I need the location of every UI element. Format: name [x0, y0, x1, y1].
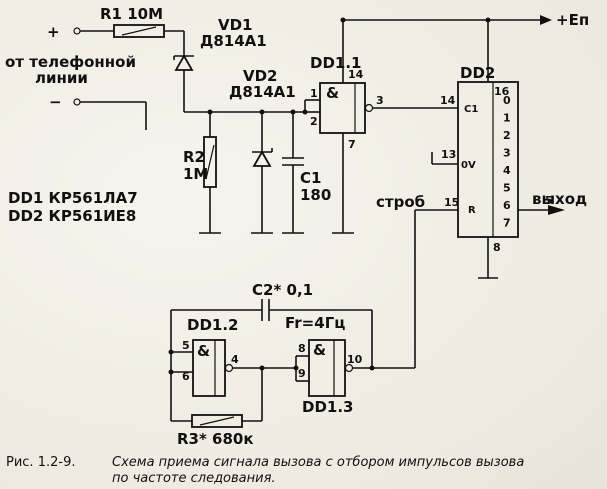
dd1-1-pin-in1: 1 — [310, 87, 318, 100]
dd2-output-7: 7 — [503, 217, 511, 230]
dd1-2-label: DD1.2 — [187, 316, 238, 334]
vd1-type: Д814А1 — [200, 32, 267, 50]
r2-value: 1М — [183, 165, 208, 183]
caption-line2: по частоте следования. — [112, 471, 276, 486]
dd2-pin-out6: 5 — [545, 194, 553, 207]
dd2-output-5: 5 — [503, 182, 511, 195]
dd1-1-symbol: & — [326, 84, 339, 102]
dd1-3-pin-in1: 8 — [298, 342, 306, 355]
input-terminals — [73, 27, 147, 130]
r1-label: R1 10М — [100, 5, 163, 23]
parts-list-dd1: DD1 КР561ЛА7 — [8, 189, 138, 207]
input-plus-label: + — [47, 23, 60, 41]
dd1-1-pin-out: 3 — [376, 94, 384, 107]
input-label-line2: линии — [35, 69, 88, 87]
parts-list-dd2: DD2 КР561ИЕ8 — [8, 207, 136, 225]
dd1-1-pin-in2: 2 — [310, 115, 318, 128]
dd2-pin-gnd: 8 — [493, 241, 501, 254]
dd1-3-label: DD1.3 — [302, 398, 353, 416]
capacitor-c2 — [170, 299, 373, 368]
dd1-1-pin-vcc: 14 — [348, 68, 364, 81]
figure-number: Рис. 1.2-9. — [6, 455, 75, 470]
supply-rail — [340, 15, 552, 82]
dd2-output-1: 1 — [503, 112, 511, 125]
r2-ref: R2 — [183, 148, 205, 166]
vd1-ref: VD1 — [218, 16, 253, 34]
supply-label: +Eп — [556, 11, 589, 29]
dd1-2-symbol: & — [197, 342, 210, 360]
dd2-c1-label: C1 — [464, 104, 478, 115]
gate-dd1-1 — [319, 60, 458, 234]
r3-label: R3* 680к — [177, 430, 254, 448]
dd1-3-pin-in2: 9 — [298, 367, 306, 380]
dd2-output-0: 0 — [503, 94, 511, 107]
dd2-output-2: 2 — [503, 129, 511, 142]
strobe-label: строб — [376, 193, 425, 211]
dd2-pin-vcc: 16 — [494, 85, 510, 98]
dd2-output-labels: 0 1 2 3 4 5 6 7 — [503, 94, 511, 230]
gate-dd1-3 — [293, 339, 415, 397]
dd2-ov-label: 0V — [461, 160, 476, 171]
resistor-r2 — [199, 112, 221, 234]
caption-line1: Схема приема сигнала вызова с отбором им… — [112, 455, 524, 470]
input-minus-label: − — [49, 93, 62, 111]
counter-dd2 — [414, 81, 565, 368]
dd1-1-label: DD1.1 — [310, 54, 361, 72]
dd1-2-pin-in2: 6 — [182, 370, 190, 383]
dd2-output-3: 3 — [503, 147, 511, 160]
capacitor-c1 — [282, 112, 304, 234]
c1-ref: C1 — [300, 169, 321, 187]
dd2-output-6: 6 — [503, 199, 511, 212]
output-label: выход — [532, 190, 587, 208]
zener-vd1 — [173, 48, 194, 112]
resistor-r3 — [171, 414, 262, 428]
resistor-r1 — [113, 24, 185, 48]
dd2-label: DD2 — [460, 64, 495, 82]
freq-label: Fr=4Гц — [285, 314, 345, 332]
dd1-1-pin-gnd: 7 — [348, 138, 356, 151]
c1-value: 180 — [300, 186, 331, 204]
vd2-ref: VD2 — [243, 67, 278, 85]
dd2-pin-13: 13 — [441, 148, 456, 161]
dd2-r-label: R — [468, 205, 476, 216]
dd1-3-symbol: & — [313, 341, 326, 359]
c2-label: C2* 0,1 — [252, 281, 313, 299]
dd2-output-4: 4 — [503, 164, 511, 177]
vd2-type: Д814А1 — [229, 83, 296, 101]
dd1-2-pin-in1: 5 — [182, 339, 190, 352]
dd1-2-pin-out: 4 — [231, 353, 239, 366]
dd1-3-pin-out: 10 — [347, 353, 363, 366]
input-node — [184, 99, 320, 115]
dd2-pin-r: 15 — [444, 196, 459, 209]
dd2-pin-c1: 14 — [440, 94, 456, 107]
gate-dd1-2 — [168, 339, 296, 421]
input-label-line1: от телефонной — [5, 53, 136, 71]
zener-vd2 — [251, 112, 273, 234]
